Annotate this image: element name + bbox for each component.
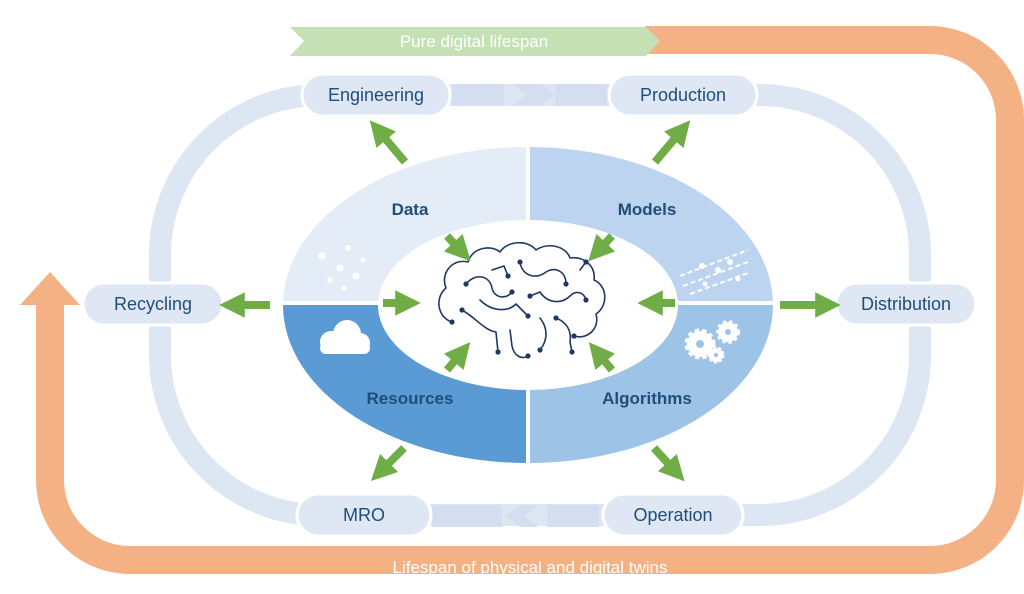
dots-scatter-icon bbox=[318, 245, 366, 291]
flow-chevron-bottom bbox=[432, 505, 599, 527]
physical-digital-lifespan-band bbox=[20, 26, 1024, 574]
resources-label: Resources bbox=[367, 389, 454, 408]
physical-digital-lifespan-label: Lifespan of physical and digital twins bbox=[393, 558, 668, 577]
arrow-to-operation bbox=[651, 445, 685, 482]
algorithms-label: Algorithms bbox=[602, 389, 692, 408]
regression-lines-icon bbox=[679, 249, 749, 295]
stage-recycling-label: Recycling bbox=[114, 294, 192, 314]
stage-mro: MRO bbox=[295, 492, 433, 538]
stage-distribution-label: Distribution bbox=[861, 294, 951, 314]
stage-distribution: Distribution bbox=[834, 281, 978, 327]
core-center bbox=[378, 220, 678, 390]
cloud-icon bbox=[320, 320, 370, 354]
arrow-to-mro bbox=[370, 445, 407, 482]
arrow-algorithms-to-brain bbox=[588, 342, 616, 373]
brain-circuit-icon bbox=[438, 241, 606, 359]
stage-operation: Operation bbox=[601, 492, 745, 538]
pure-digital-lifespan-banner bbox=[290, 27, 660, 56]
flow-arrows bbox=[219, 120, 841, 482]
models-label: Models bbox=[618, 200, 677, 219]
flow-chevron-top bbox=[452, 84, 607, 106]
gears-icon bbox=[684, 320, 740, 364]
stage-recycling: Recycling bbox=[81, 281, 225, 327]
stage-engineering: Engineering bbox=[300, 72, 452, 118]
lifespan-arrowhead bbox=[20, 272, 80, 305]
arrow-data-to-brain bbox=[443, 233, 471, 262]
stage-production: Production bbox=[607, 72, 759, 118]
stage-operation-label: Operation bbox=[633, 505, 712, 525]
arrow-to-engineering bbox=[369, 120, 409, 165]
arrow-models-to-brain bbox=[588, 233, 616, 262]
data-label: Data bbox=[392, 200, 429, 219]
arrow-resources-to-brain bbox=[443, 342, 471, 373]
stage-mro-label: MRO bbox=[343, 505, 385, 525]
pure-digital-lifespan-label: Pure digital lifespan bbox=[400, 32, 548, 51]
stage-engineering-label: Engineering bbox=[328, 85, 424, 105]
arrow-to-production bbox=[651, 120, 691, 165]
stage-production-label: Production bbox=[640, 85, 726, 105]
